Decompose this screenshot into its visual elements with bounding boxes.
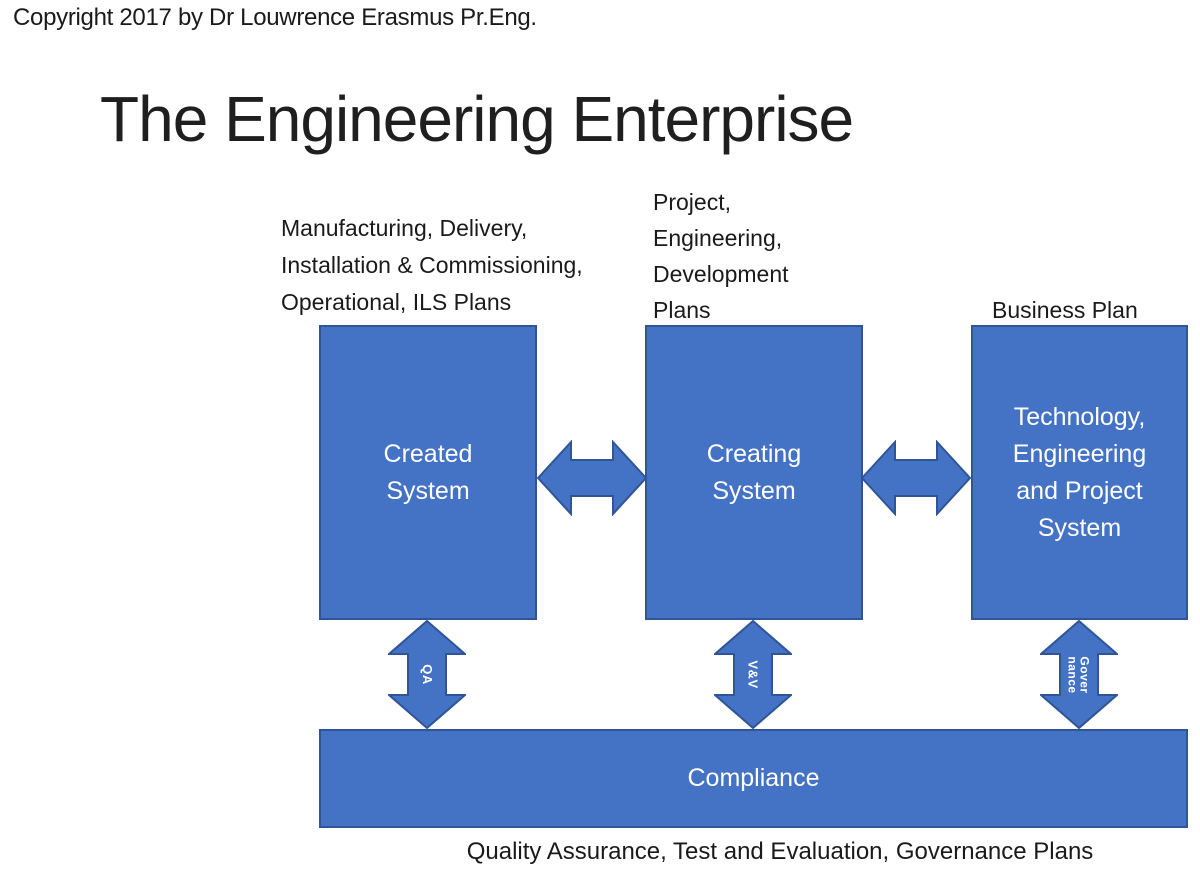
vertical-double-arrow-icon — [388, 620, 466, 729]
copyright-text: Copyright 2017 by Dr Louwrence Erasmus P… — [13, 4, 537, 31]
qa-connector-label: QA — [419, 664, 435, 685]
vertical-double-arrow-icon — [714, 620, 792, 729]
box-text-line: and Project — [1016, 476, 1143, 505]
horizontal-double-arrow-icon — [861, 440, 971, 516]
label-line: Manufacturing, Delivery, — [281, 215, 528, 241]
label-line: Installation & Commissioning, — [281, 252, 583, 278]
label-project-plans: Project, Engineering, Development Plans — [653, 184, 789, 328]
horizontal-double-arrow-icon — [537, 440, 647, 516]
box-text-line: System — [1037, 513, 1122, 542]
compliance-bar: Compliance — [319, 729, 1188, 828]
label-manufacturing-plans: Manufacturing, Delivery, Installation & … — [281, 210, 583, 321]
double-arrow-governance: Gover nance — [1040, 620, 1118, 729]
box-text-line: System — [712, 476, 796, 505]
label-line: Plans — [653, 297, 711, 323]
box-text: Creating System — [707, 436, 802, 510]
creating-system-box: Creating System — [645, 325, 863, 620]
label-line: Development — [653, 261, 789, 287]
vertical-double-arrow-icon — [1040, 620, 1118, 729]
vv-connector-label: V&V — [745, 660, 761, 689]
label-line: Operational, ILS Plans — [281, 289, 512, 315]
label-line: Project, — [653, 189, 731, 215]
label-quality-governance-plans: Quality Assurance, Test and Evaluation, … — [466, 838, 1094, 865]
label-line: Engineering, — [653, 225, 783, 251]
box-text-line: Created — [383, 439, 473, 468]
label-business-plan: Business Plan — [992, 297, 1138, 323]
page-title: The Engineering Enterprise — [100, 83, 854, 155]
double-arrow-creating-technology — [861, 440, 971, 516]
box-text-line: Engineering — [1012, 439, 1147, 468]
created-system-box: Created System — [319, 325, 537, 620]
box-text: Technology, Engineering and Project Syst… — [1013, 399, 1146, 547]
double-arrow-created-creating — [537, 440, 647, 516]
box-text: Created System — [384, 436, 473, 510]
box-text-line: Technology, — [1013, 402, 1146, 431]
double-arrow-qa: QA — [388, 620, 466, 729]
governance-label-line: Gover — [1078, 655, 1092, 694]
box-text-line: Creating — [706, 439, 802, 468]
governance-label-line: nance — [1066, 655, 1080, 694]
governance-connector-label: Gover nance — [1066, 655, 1092, 694]
box-text-line: System — [386, 476, 470, 505]
box-text: Compliance — [687, 764, 820, 792]
double-arrow-vv: V&V — [714, 620, 792, 729]
technology-engineering-project-system-box: Technology, Engineering and Project Syst… — [971, 325, 1188, 620]
